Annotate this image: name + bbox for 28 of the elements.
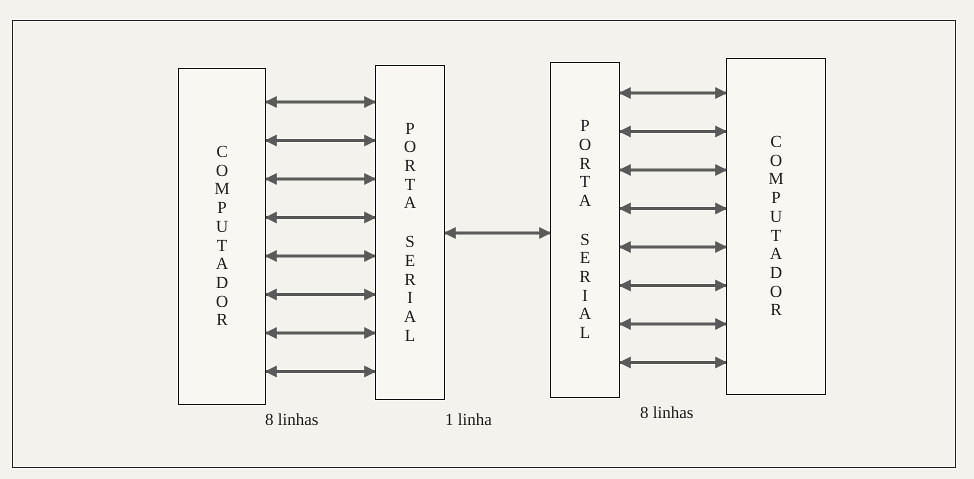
double-arrow [264,134,376,146]
double-arrow [618,280,728,292]
vertical-text: PORTA SERIAL [404,120,416,346]
double-arrow [618,164,728,176]
double-arrow [618,356,728,368]
double-arrow [264,366,376,378]
vertical-box [550,62,620,398]
double-arrow [264,96,376,108]
double-arrow [618,318,728,330]
vertical-box [375,65,445,400]
double-arrow [264,173,376,185]
vertical-text: COMPUTADOR [768,133,784,320]
double-arrow [264,212,376,224]
double-arrow [618,126,728,138]
vertical-text: COMPUTADOR [214,143,230,330]
double-arrow [618,202,728,214]
line-count-label: 1 linha [445,410,492,430]
double-arrow [264,327,376,339]
double-arrow [444,227,552,239]
vertical-box [178,68,266,405]
double-arrow [264,250,376,262]
double-arrow [264,288,376,300]
vertical-text: PORTA SERIAL [578,117,592,343]
line-count-label: 8 linhas [640,403,694,423]
double-arrow [618,87,728,99]
double-arrow [618,241,728,253]
line-count-label: 8 linhas [265,410,318,430]
vertical-box [726,58,826,395]
